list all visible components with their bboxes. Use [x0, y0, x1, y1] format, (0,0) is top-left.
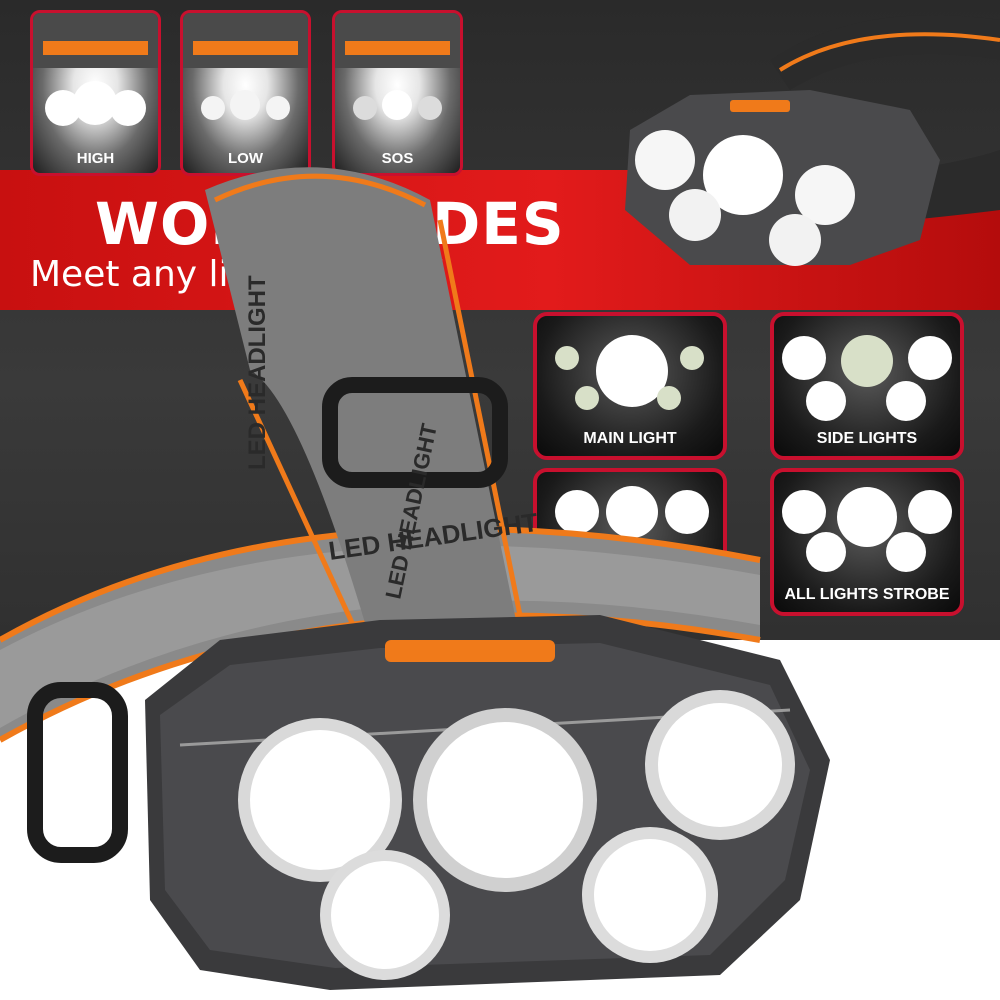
mode-label-high: HIGH	[76, 150, 115, 167]
lights-icon	[555, 486, 709, 538]
mode-thumb-sos: SOS	[332, 10, 463, 176]
headlamp-thumb-icon	[33, 13, 158, 126]
mode-thumb-low: LOW	[180, 10, 311, 176]
mode-thumb-high: HIGH	[30, 10, 161, 176]
mode-label-sos: SOS	[381, 150, 414, 167]
main-light-icon	[555, 335, 704, 410]
side-lights-icon	[782, 335, 952, 421]
mode-label-low: LOW	[228, 150, 263, 167]
mode-label-side-lights: SIDE LIGHTS	[816, 430, 918, 447]
headlamp-thumb-icon	[183, 13, 308, 120]
strobe-icon	[782, 487, 952, 572]
mode-label-main-light: MAIN LIGHT	[583, 430, 677, 447]
mode-card-main-light: MAIN LIGHT	[533, 312, 727, 460]
headlamp-small-photo	[625, 15, 1000, 266]
headlamp-thumb-icon	[335, 13, 460, 120]
mode-label-all-strobe: ALL LIGHTS STROBE	[784, 586, 950, 603]
strap-text-vertical: LED HEADLIGHT	[244, 275, 271, 470]
mode-card-all-strobe: ALL LIGHTS STROBE	[770, 468, 964, 616]
mode-card-side-lights: SIDE LIGHTS	[770, 312, 964, 460]
